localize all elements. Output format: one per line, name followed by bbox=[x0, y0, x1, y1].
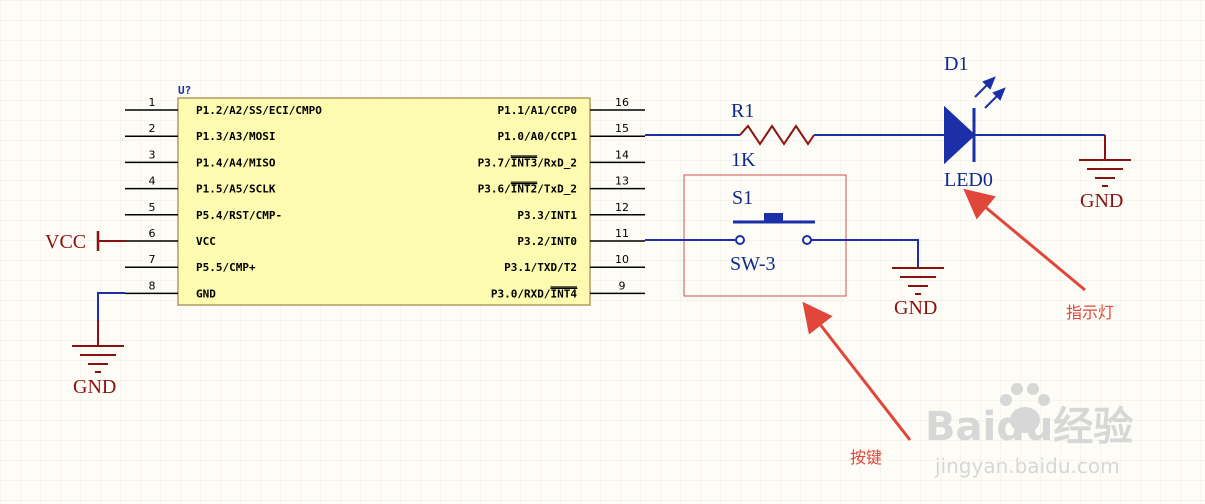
mcu-pin-left: 3P1.4/A4/MISO bbox=[125, 148, 276, 169]
pin-name: P1.0/A0/CCP1 bbox=[498, 130, 578, 143]
pin-name: P5.4/RST/CMP- bbox=[196, 209, 282, 222]
pin-name: P1.2/A2/SS/ECI/CMPO bbox=[196, 104, 322, 117]
pin-name-over: INT2 bbox=[511, 183, 538, 196]
arrow-icon bbox=[802, 301, 912, 441]
pin-number: 9 bbox=[619, 279, 626, 292]
led-designator: D1 bbox=[944, 53, 968, 75]
pin-number: 6 bbox=[149, 227, 156, 240]
push-button-s1 bbox=[733, 213, 815, 245]
pin-number: 15 bbox=[615, 122, 629, 135]
pin-number: 11 bbox=[615, 227, 629, 240]
pin-number: 16 bbox=[615, 96, 629, 109]
mcu-pin-right: 9P3.0/RXD/INT4 bbox=[491, 279, 645, 300]
pin-name-over: INT3 bbox=[511, 156, 538, 169]
pin-name: P3.6/INT2/TxD_2 bbox=[478, 183, 577, 196]
switch-circuit: S1 SW-3 GND bbox=[645, 174, 944, 319]
ground-symbol-icon bbox=[1079, 159, 1131, 187]
light-emission-icon bbox=[974, 76, 1006, 109]
pin-name-over: INT4 bbox=[551, 287, 578, 300]
pin-name-post: P1.1/A1/CCP0 bbox=[498, 104, 577, 117]
pin-number: 7 bbox=[149, 253, 156, 266]
pin-name: GND bbox=[196, 287, 216, 300]
mcu-pin-left: 1P1.2/A2/SS/ECI/CMPO bbox=[125, 96, 322, 117]
pin-name-post: P1.0/A0/CCP1 bbox=[498, 130, 578, 143]
pin-number: 4 bbox=[149, 175, 156, 188]
pin-name: P5.5/CMP+ bbox=[196, 261, 256, 274]
mcu-chip: U? 1P1.2/A2/SS/ECI/CMPO2P1.3/A3/MOSI3P1.… bbox=[125, 84, 645, 306]
pin-name-post: /RxD_2 bbox=[537, 156, 577, 169]
watermark-brand: Baidu经验 bbox=[925, 404, 1133, 450]
pin-name: P1.3/A3/MOSI bbox=[196, 130, 275, 143]
vcc-port: VCC bbox=[45, 231, 125, 253]
pin-name: P3.3/INT1 bbox=[517, 209, 577, 222]
pin-number: 5 bbox=[149, 201, 156, 214]
pin-name-post: P3.1/TXD/T2 bbox=[504, 261, 577, 274]
left-pin-group: 1P1.2/A2/SS/ECI/CMPO 2P1.3/A3/MOSI 3P1.4/A… bbox=[125, 96, 322, 300]
resistor-designator: R1 bbox=[731, 100, 754, 122]
ground-symbol-icon bbox=[892, 267, 944, 295]
arrow-icon bbox=[963, 188, 1086, 292]
pin-name-post: P3.2/INT0 bbox=[517, 235, 577, 248]
pin-name: VCC bbox=[196, 235, 216, 248]
pin-name: P1.5/A5/SCLK bbox=[196, 183, 276, 196]
annotation-button-label: 按键 bbox=[850, 448, 882, 467]
mcu-pin-left: 5P5.4/RST/CMP- bbox=[125, 201, 282, 222]
pin-name-pre: P3.0/RXD/ bbox=[491, 287, 551, 300]
vcc-label: VCC bbox=[45, 231, 86, 253]
pin-name: P3.0/RXD/INT4 bbox=[491, 287, 577, 300]
mcu-ground: GND bbox=[72, 292, 125, 398]
mcu-body bbox=[177, 97, 591, 306]
annotation-led-label: 指示灯 bbox=[1066, 303, 1114, 322]
pin-name: P1.4/A4/MISO bbox=[196, 156, 276, 169]
resistor-r1 bbox=[739, 124, 815, 146]
pin-name-pre: P3.6/ bbox=[478, 183, 511, 196]
pin-name-post: P3.3/INT1 bbox=[517, 209, 577, 222]
pin-name: P3.7/INT3/RxD_2 bbox=[478, 156, 577, 169]
mcu-pin-left: 2P1.3/A3/MOSI bbox=[125, 122, 275, 143]
gnd-label-switch: GND bbox=[894, 297, 937, 319]
pin-number: 1 bbox=[149, 96, 156, 109]
annotation-led: 指示灯 bbox=[963, 188, 1114, 322]
switch-value: SW-3 bbox=[730, 253, 776, 275]
switch-designator: S1 bbox=[732, 187, 753, 209]
pin-name-post: /TxD_2 bbox=[537, 183, 577, 196]
led-d1 bbox=[944, 76, 1006, 165]
pin-number: 10 bbox=[615, 253, 629, 266]
annotation-button: 按键 bbox=[802, 301, 912, 467]
resistor-value: 1K bbox=[731, 149, 756, 171]
pin-number: 3 bbox=[149, 148, 156, 161]
baidu-paw-icon bbox=[1000, 383, 1050, 433]
switch-highlight-box bbox=[683, 174, 847, 297]
gnd-label-led: GND bbox=[1080, 190, 1123, 212]
pin-number: 2 bbox=[149, 122, 156, 135]
mcu-pin-left: 4P1.5/A5/SCLK bbox=[125, 175, 276, 196]
pin-number: 12 bbox=[615, 201, 629, 214]
pin-number: 8 bbox=[149, 279, 156, 292]
gnd-label-mcu: GND bbox=[73, 376, 116, 398]
pin-name: P1.1/A1/CCP0 bbox=[498, 104, 577, 117]
watermark: Baidu经验 jingyan.baidu.com bbox=[925, 383, 1133, 478]
mcu-designator: U? bbox=[178, 84, 191, 97]
pin-number: 14 bbox=[615, 148, 629, 161]
ground-symbol-icon bbox=[72, 345, 124, 373]
right-pin-group: 16P1.1/A1/CCP015P1.0/A0/CCP114P3.7/INT3/… bbox=[478, 96, 645, 300]
pin-name: P3.2/INT0 bbox=[517, 235, 577, 248]
mcu-pin-left: 7P5.5/CMP+ bbox=[125, 253, 256, 274]
led-circuit: R1 1K D1 LED0 GND bbox=[645, 53, 1131, 212]
watermark-url: jingyan.baidu.com bbox=[934, 454, 1120, 478]
pin-name: P3.1/TXD/T2 bbox=[504, 261, 577, 274]
pin-name-pre: P3.7/ bbox=[478, 156, 511, 169]
led-value: LED0 bbox=[944, 169, 993, 191]
pin-number: 13 bbox=[615, 175, 629, 188]
